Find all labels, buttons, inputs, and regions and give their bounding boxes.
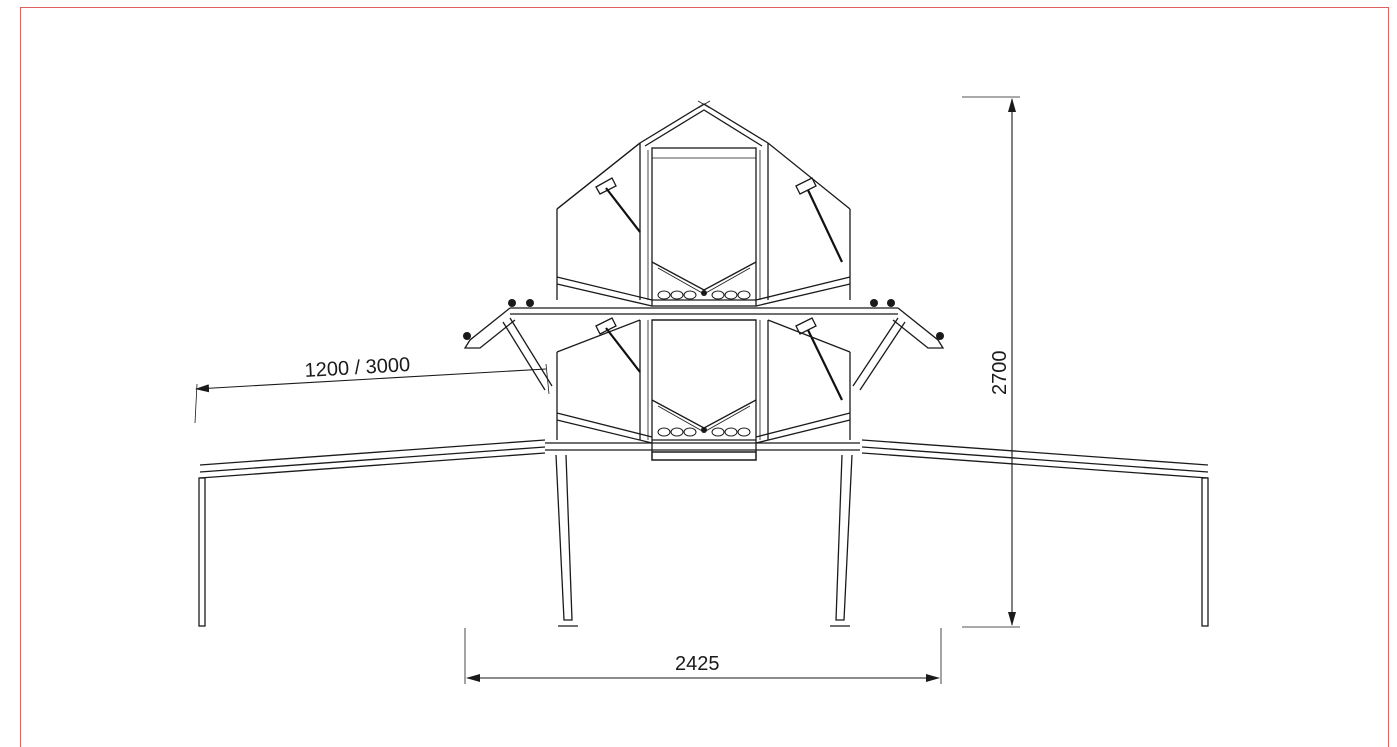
drawing-frame <box>20 7 1389 747</box>
upper-tier <box>556 142 851 307</box>
width-label: 2425 <box>675 653 720 675</box>
dimension-slope: 1200 / 3000 <box>194 354 550 424</box>
dimension-width: 2425 <box>464 628 942 684</box>
middle-beam <box>463 299 945 391</box>
dimension-height: 2700 <box>962 96 1020 628</box>
base-frame <box>198 439 1209 627</box>
lower-tier <box>556 317 851 461</box>
cage-system-drawing: 2700 2425 1200 / 3000 <box>194 96 1209 684</box>
height-label: 2700 <box>989 351 1011 396</box>
